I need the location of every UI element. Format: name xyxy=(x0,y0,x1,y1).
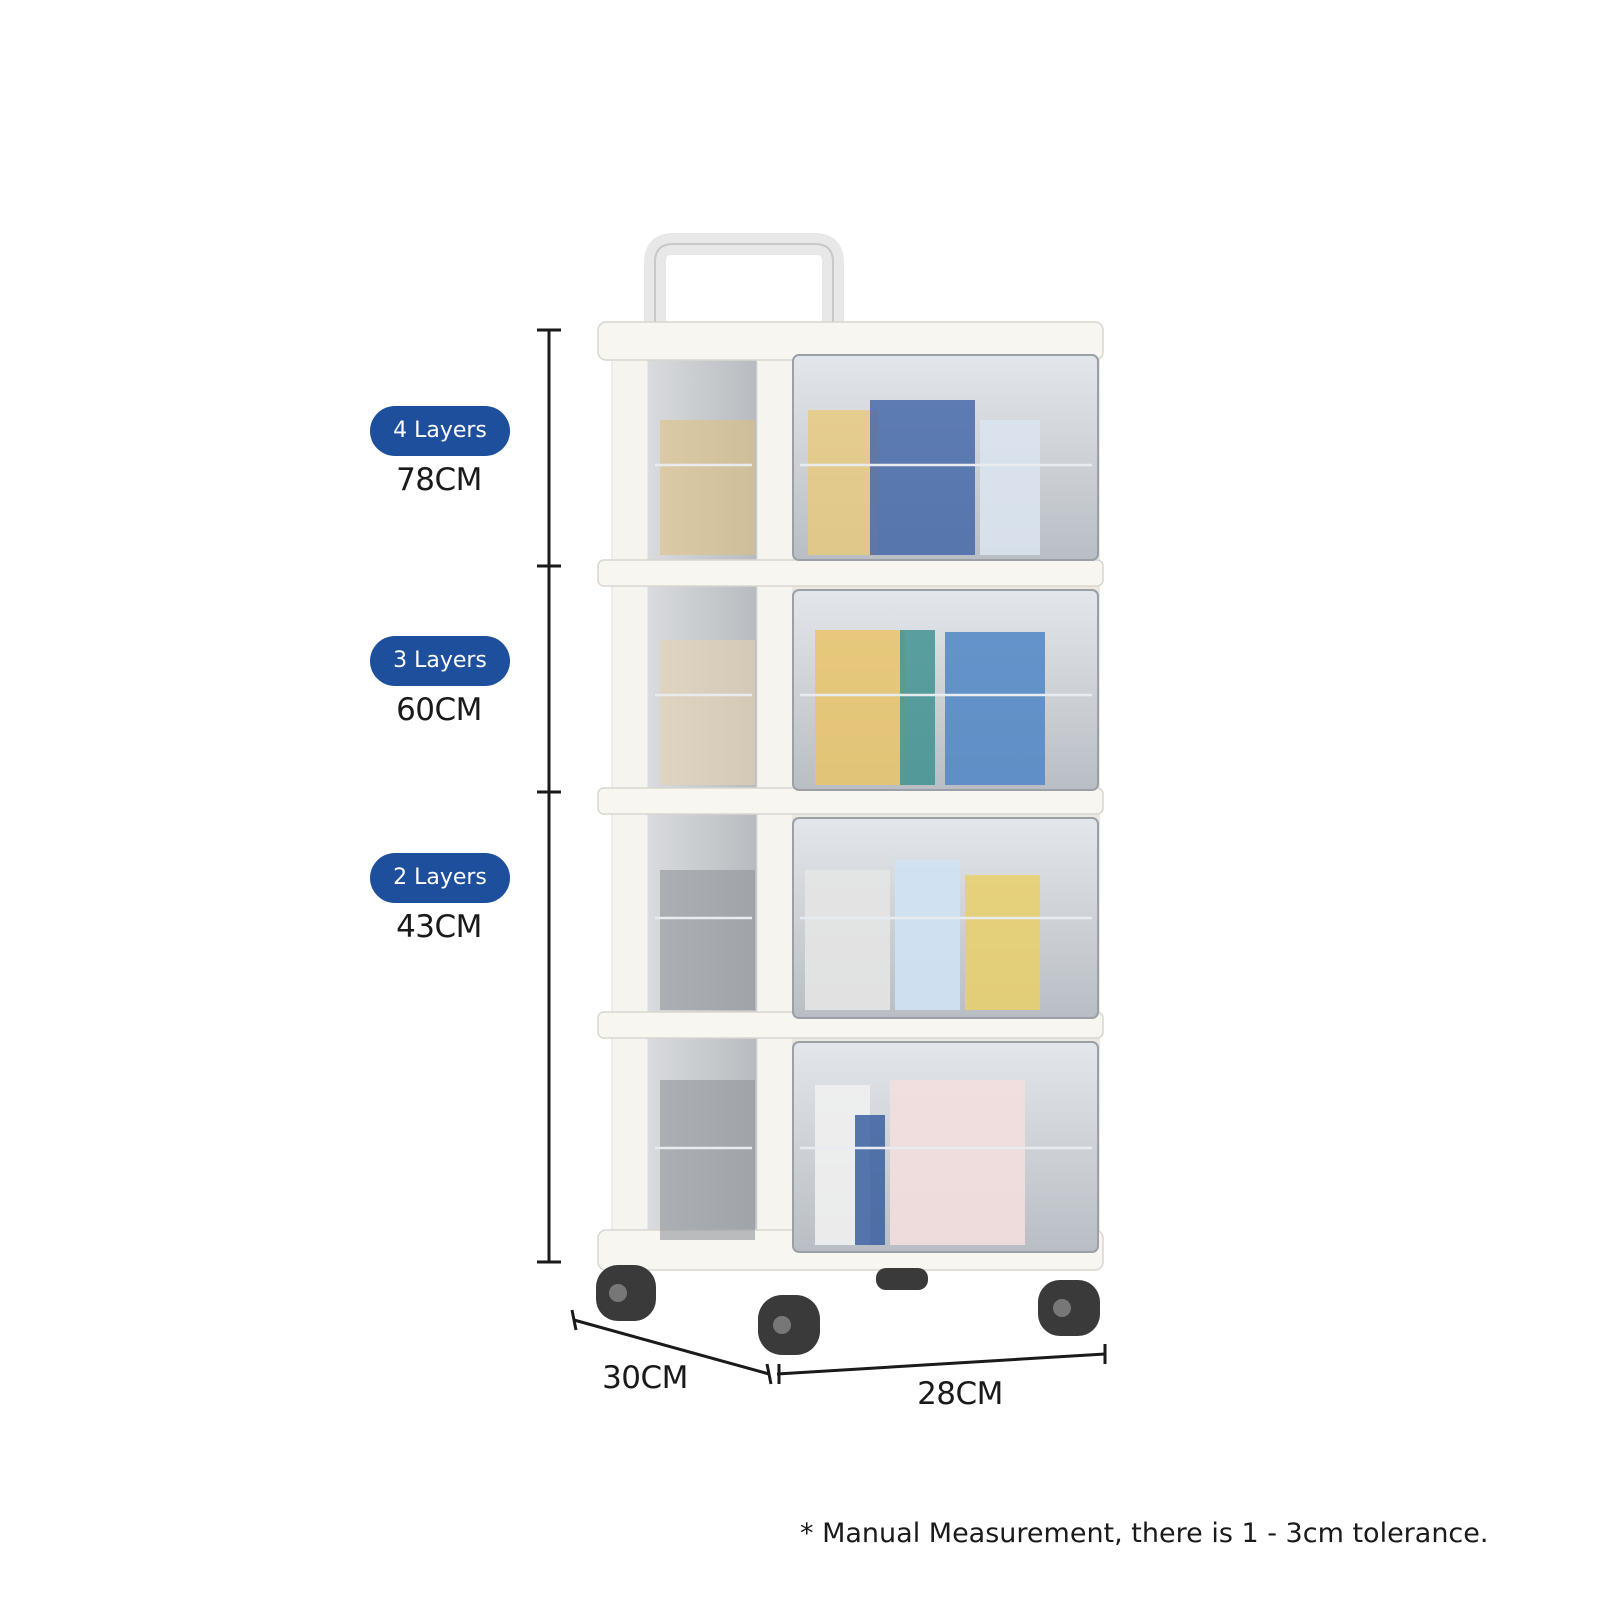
height-dimension-line xyxy=(537,328,561,1264)
width-label: 28CM xyxy=(917,1376,1003,1412)
layers-badge-3: 3 Layers xyxy=(370,636,510,686)
drawer-1 xyxy=(660,354,1099,561)
wheels xyxy=(596,1265,1100,1355)
layers-badge-4: 4 Layers xyxy=(370,406,510,456)
drawer-2 xyxy=(660,589,1099,791)
measurement-note: * Manual Measurement, there is 1 - 3cm t… xyxy=(800,1518,1489,1549)
base-dimension-lines xyxy=(570,1309,1107,1385)
height-label-4-layers: 78CM xyxy=(396,462,482,498)
height-label-3-layers: 60CM xyxy=(396,692,482,728)
height-label-2-layers: 43CM xyxy=(396,909,482,945)
trolley-handle xyxy=(644,233,844,325)
layers-badge-2: 2 Layers xyxy=(370,853,510,903)
depth-label: 30CM xyxy=(602,1360,688,1396)
wire-rails xyxy=(655,463,1092,1150)
